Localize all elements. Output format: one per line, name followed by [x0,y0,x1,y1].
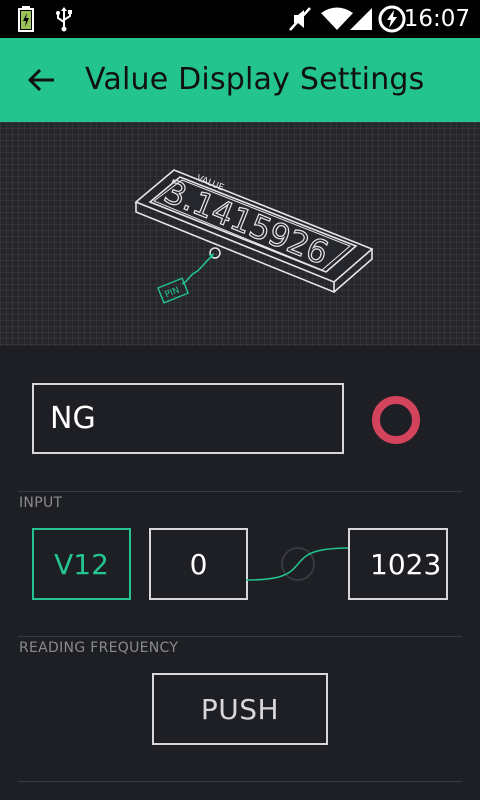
app-bar: Value Display Settings [0,38,480,122]
divider [18,636,462,637]
divider [18,491,462,492]
wifi-icon [320,0,354,38]
widget-name-input[interactable]: NG [32,383,344,454]
usb-icon [54,0,74,38]
reading-frequency-button[interactable]: PUSH [152,673,328,745]
illustration-pin-tag: PIN [164,286,181,301]
signal-icon [348,0,374,38]
min-value-input[interactable]: 0 [149,528,248,600]
status-bar: 16:07 [0,0,480,38]
max-value-input[interactable]: 1023 [348,528,448,600]
back-button[interactable] [20,58,64,102]
battery-charging-icon [18,0,34,38]
arrow-left-icon [28,68,54,92]
range-connector [246,547,350,581]
reading-frequency-label: READING FREQUENCY [19,640,179,656]
input-section-label: INPUT [19,495,63,511]
widget-preview-illustration: VALUE 3.1415926 PIN [0,122,480,346]
value-display-illustration: VALUE 3.1415926 PIN [134,169,374,304]
status-time: 16:07 [403,6,470,32]
widget-color-picker[interactable] [372,396,420,444]
pin-select-button[interactable]: V12 [32,528,131,600]
divider [18,781,462,782]
page-title: Value Display Settings [85,62,425,97]
mute-icon [288,0,312,38]
data-sync-icon [378,0,406,38]
